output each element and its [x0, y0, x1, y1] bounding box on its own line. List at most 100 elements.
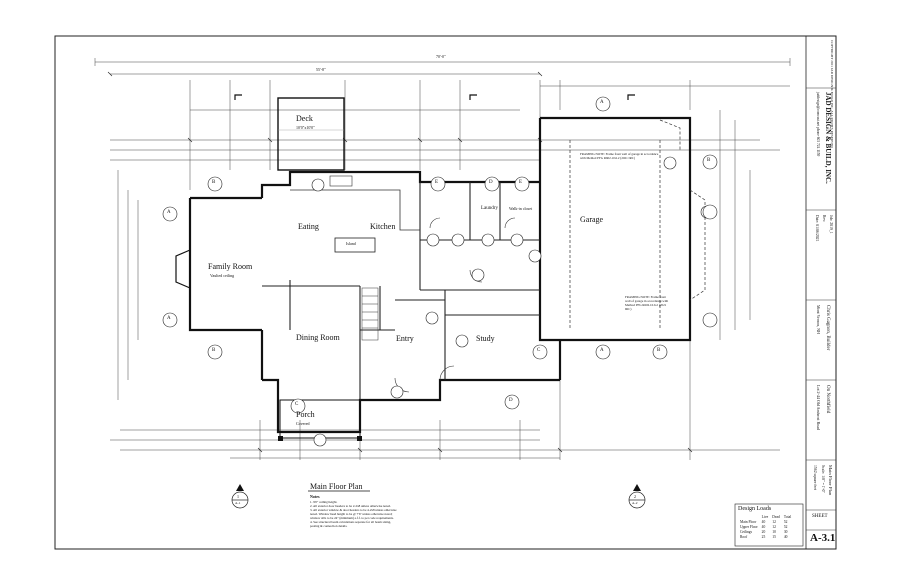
design-loads-cell: 40: [761, 525, 766, 529]
room-study-label: Study: [476, 334, 495, 343]
title-block-company: JAD DESIGN & BUILD, INC.: [824, 92, 832, 184]
design-loads-cell: Roof: [740, 535, 748, 539]
grid-marker-label: B: [212, 348, 216, 353]
title-block-sheet-number: A-3.1: [810, 532, 836, 544]
design-loads-cell: 12: [772, 520, 776, 524]
design-loads-cell: 30: [783, 530, 788, 534]
room-deck-size: 10'0"x10'0": [296, 125, 315, 130]
room-walkin-label: Walk-in closet: [509, 206, 533, 211]
exterior-walls: [188, 116, 692, 434]
section-mark-1-number: 1: [237, 494, 239, 499]
design-loads-row: Roof 25 15 40: [738, 535, 793, 540]
design-loads-cell: 52: [783, 520, 788, 524]
design-loads-row: Ceilings 20 10 30: [738, 530, 793, 535]
sub-dimension: 55'-8": [316, 67, 326, 72]
framing-note-a: FRAMING NOTE: Frame front wall of garage…: [580, 152, 659, 160]
room-dining-label: Dining Room: [296, 333, 340, 342]
title-block-drawing: Main Floor Plan: [828, 465, 833, 496]
grid-marker-label: A: [600, 348, 604, 353]
note-line: 2. All exterior door headers to be 2-2x8…: [310, 504, 391, 508]
title-block-scale: Scale: 1/8" = 1'-0": [821, 465, 825, 493]
design-loads-row: Main Floor 40 12 52: [738, 520, 793, 525]
grid-marker-label: E: [435, 180, 439, 185]
design-loads-title: Design Loads: [738, 506, 772, 512]
interior-walls: [262, 182, 540, 400]
design-loads-box: [734, 503, 804, 547]
design-loads-cell: Ceilings: [740, 530, 752, 534]
room-island-label: Island: [346, 241, 356, 246]
title-block-job: Job: 2019_1: [829, 215, 833, 234]
section-marker-arrow-1: [236, 484, 244, 491]
title-block-area: 1562 square feet: [813, 465, 817, 491]
section-mark-2-number: 2: [634, 494, 636, 499]
design-loads-header: Total: [783, 515, 792, 519]
plan-title: Main Floor Plan: [310, 482, 363, 491]
title-block-lot: Lot 2-44 Old Amherst Road: [816, 385, 821, 430]
grid-marker-label: B: [707, 158, 711, 163]
note-line: 3. All exterior window & door headers to…: [310, 508, 397, 512]
design-loads-cell: 20: [761, 530, 766, 534]
design-loads-table: Live Dead Total Main Floor 40 12 52 Uppe…: [738, 515, 793, 540]
design-loads-cell: 10: [772, 530, 776, 534]
grid-marker-label: A: [167, 316, 171, 321]
design-loads-header: Live: [761, 515, 769, 519]
section-mark-2-sheet: A-2: [632, 501, 638, 505]
room-eating-label: Eating: [298, 222, 319, 231]
room-laundry-label: Laundry: [481, 206, 498, 211]
overall-dimension: 70'-0": [436, 54, 446, 59]
notes-list: 1. 9'0" ceiling height. 2. All exterior …: [310, 500, 430, 528]
design-loads-cell: 12: [772, 525, 776, 529]
room-kitchen-label: Kitchen: [370, 222, 396, 231]
grid-markers: [162, 96, 718, 414]
deck-outline: [277, 97, 345, 171]
design-loads-row: Upper Floor 40 12 52: [738, 525, 793, 530]
title-block-sheet-label: SHEET: [812, 514, 828, 519]
kitchen-island: [334, 237, 376, 253]
framing-note-b: FRAMING NOTE: Frame front wall of garage…: [625, 295, 669, 311]
section-marker-arrow-2: [633, 484, 641, 491]
title-block-grid: [806, 87, 836, 531]
note-line: 4. See structural beam calculations sepa…: [310, 520, 391, 524]
note-line: 1. 9'0" ceiling height.: [310, 500, 338, 504]
grid-marker-label: D: [489, 180, 493, 185]
grid-marker-label: D: [509, 398, 513, 403]
room-entry-label: Entry: [396, 334, 414, 343]
kitchen-counter: [290, 189, 420, 231]
section-mark-1-sheet: A-1: [235, 501, 241, 505]
title-block-copyright: COPYRIGHT 2021 JAD DESIGN & BUILD INC. A…: [830, 40, 834, 148]
title-block-date: Date: 01/06/2021: [815, 215, 819, 242]
dimension-ticks: [107, 71, 693, 453]
grid-marker-label: A: [600, 100, 604, 105]
sheet-border: [54, 35, 837, 550]
stairs: [361, 287, 379, 341]
room-deck-label: Deck: [296, 114, 313, 123]
design-loads-cell: 52: [783, 525, 788, 529]
room-family-label: Family Room: [208, 262, 253, 271]
grid-marker-label: C: [537, 348, 541, 353]
grid-marker-label: B: [212, 180, 216, 185]
section-markers: [231, 491, 646, 509]
note-line: noted. Window head height to be @ 7'6" u…: [310, 512, 393, 516]
design-loads-header-row: Live Dead Total: [738, 515, 793, 520]
porch-post-right: [357, 436, 362, 441]
room-porch-note: Covered: [296, 421, 310, 426]
room-family-note: Vaulted ceiling: [210, 273, 235, 278]
room-porch-label: Porch: [296, 410, 315, 419]
fireplace: [175, 249, 191, 289]
kitchen-sink: [329, 175, 353, 187]
design-loads-header: Dead: [772, 515, 780, 519]
design-loads-cell: 15: [772, 535, 776, 539]
note-line: posting & connection details.: [310, 524, 348, 528]
porch-post-left: [278, 436, 283, 441]
title-block-project: On Northfield: [825, 385, 830, 414]
design-loads-cell: Upper Floor: [740, 525, 758, 529]
design-loads-cell: Main Floor: [740, 520, 757, 524]
title-block-contact: jaddesign@comcast.net phone 603 724 1159: [816, 92, 820, 157]
title-block-rev: Rev:: [822, 215, 826, 223]
dimension-lines: [94, 58, 791, 460]
grid-marker-label: E: [519, 180, 523, 185]
design-loads-cell: 40: [783, 535, 788, 539]
grid-marker-label: C: [295, 402, 299, 407]
grid-marker-label: B: [657, 348, 661, 353]
